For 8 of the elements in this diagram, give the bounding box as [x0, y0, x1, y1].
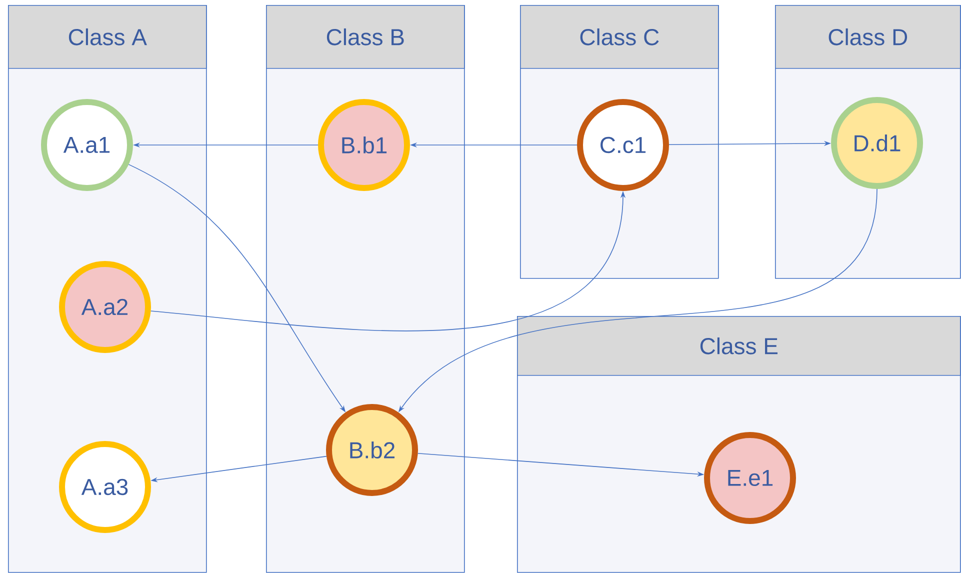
- circle-node: E.e1: [704, 432, 796, 524]
- circle-node: C.c1: [577, 99, 669, 191]
- circle-node: D.d1: [831, 97, 923, 189]
- circle-node: B.b2: [326, 404, 418, 496]
- circle-node: A.a1: [41, 99, 133, 191]
- circle-node: B.b1: [318, 99, 410, 191]
- circle-node: A.a3: [59, 441, 151, 533]
- circle-node: A.a2: [59, 261, 151, 353]
